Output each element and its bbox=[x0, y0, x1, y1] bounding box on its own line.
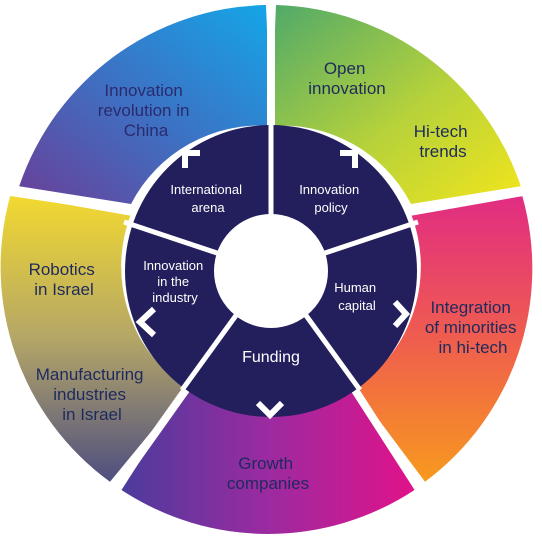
label-innovation-industry: Innovation in the industry bbox=[143, 258, 207, 305]
label-china: Innovation revolution in China bbox=[98, 81, 194, 140]
label-minorities: Integration of minorities in hi-tech bbox=[425, 298, 521, 357]
label-open-innovation: Open innovation bbox=[308, 59, 386, 98]
label-international-arena: International arena bbox=[170, 182, 245, 215]
inner-separators bbox=[123, 124, 419, 392]
label-funding: Funding bbox=[242, 349, 300, 366]
label-growth: Growth companies bbox=[227, 454, 309, 493]
label-robotics: Robotics in Israel bbox=[29, 260, 100, 299]
outer-segment-minorities bbox=[355, 196, 533, 482]
chevron-down-icon bbox=[255, 400, 285, 420]
chevrons bbox=[135, 150, 411, 420]
label-hitech-trends: Hi-tech trends bbox=[414, 122, 473, 161]
chevron-up-right-icon bbox=[340, 150, 358, 168]
label-manufacturing: Manufacturing industries in Israel bbox=[36, 365, 148, 424]
center-hub bbox=[214, 214, 328, 328]
label-innovation-policy: Innovation policy bbox=[299, 182, 363, 215]
label-human-capital: Human capital bbox=[334, 280, 380, 313]
outer-segment-open-innovation bbox=[271, 5, 521, 204]
outer-segment-manufacturing bbox=[0, 196, 187, 482]
chevron-right-icon bbox=[392, 299, 411, 329]
outer-segment-china bbox=[19, 5, 272, 204]
chevron-down-left-icon bbox=[135, 306, 157, 338]
chevron-up-left-icon bbox=[182, 150, 200, 168]
outer-segment-growth bbox=[121, 388, 415, 534]
